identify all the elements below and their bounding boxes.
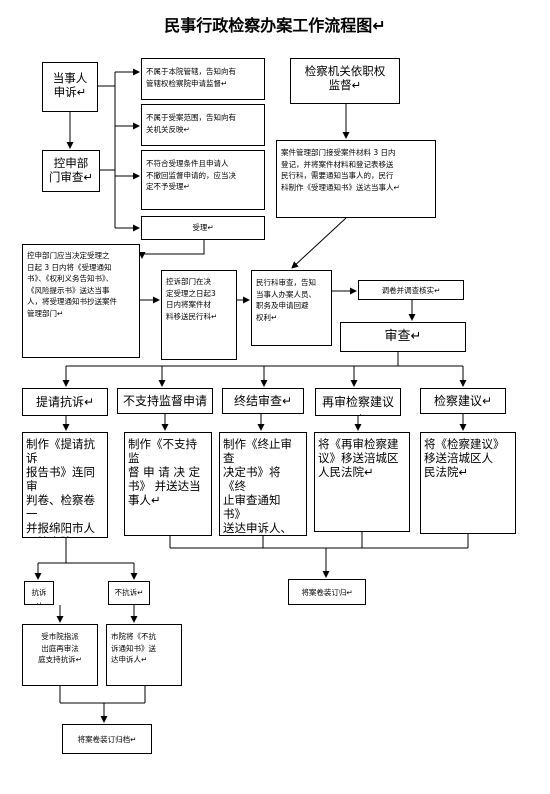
node-ex-officio: 检察机关依职权 监督↵	[290, 58, 400, 104]
arrow-accept-to-notify	[138, 240, 205, 259]
node-not-in-scope: 不属于受案范围，告知向有 关机关反映↵	[141, 104, 265, 146]
node-protest-no: 不抗诉↵	[108, 581, 150, 605]
node-retrieve-docs: 调卷并调查核实↵	[358, 280, 464, 300]
node-not-meet-conditions: 不符合受理条件且申请人 不撤回监督申请的，应当决 定不予受理↵	[141, 150, 265, 210]
node-protest: 提请抗诉↵	[22, 388, 108, 416]
node-civil-admin-review: 民行科审查，告知 当事人办案人员、 职务及申请回避 权利↵	[251, 270, 332, 346]
node-terminate-detail: 制作《终止审查 决定书》将《终 止审查通知书》 送达申诉人、被 申诉人↵	[219, 432, 307, 536]
node-retrial-detail: 将《再审检察建 议》移送涪城区 人民法院↵	[314, 432, 410, 532]
page-title: 民事行政检察办案工作流程图↵	[164, 16, 386, 35]
node-no-support-detail: 制作《不支持监 督 申 请 决 定 书》 并送达当 事人↵	[124, 432, 212, 536]
node-accept: 受理↵	[141, 216, 265, 240]
node-case-management: 案件管理部门接受案件材料 3 日内 登记，并将案件材料和登记表移送 民行科，需要…	[276, 140, 436, 218]
node-transfer-3days: 控诉部门在决 定受理之日起3 日内将案件材 料移送民行科↵	[161, 270, 237, 360]
node-city-notice: 市院将《不抗 诉通知书》送 达申诉人↵	[106, 624, 182, 686]
node-no-support: 不支持监督申请↵	[117, 388, 213, 414]
node-terminate: 终结审查↵	[222, 388, 304, 414]
node-not-jurisdiction: 不属于本院管辖，告知向有 管辖权检察院申请监督↵	[141, 58, 265, 100]
node-archive-1: 将案卷装订归↵	[288, 579, 366, 605]
node-notify-3days: 控申部门应当决定受理之 日起 3 日内将《受理通知 书》、《权利义务告知书》、 …	[22, 244, 140, 358]
node-procuratorial-advice: 检察建议↵	[420, 388, 506, 414]
node-review: 审查↵	[340, 322, 466, 352]
node-court-retrial: 受市院指派 出庭再审法 庭支持抗诉↵	[22, 624, 98, 686]
node-control-dept-review: 控申部 门审查↵	[42, 150, 100, 192]
node-protest-detail: 制作《提请抗诉 报告书》连同审 判卷、检察卷一 并报绵阳市人 民检察院↵	[22, 432, 108, 538]
node-applicant: 当事人 申诉↵	[42, 62, 98, 112]
node-protest-yes: 抗诉↵	[24, 581, 54, 605]
node-retrial-advice: 再审检察建议↵	[315, 388, 401, 416]
node-archive-2: 将案卷装订归档↵	[62, 724, 152, 754]
node-advice-detail: 将《检察建议》 移送涪城区人 民法院↵	[420, 432, 516, 534]
arrow-casemgmt-to-civil	[291, 217, 347, 269]
